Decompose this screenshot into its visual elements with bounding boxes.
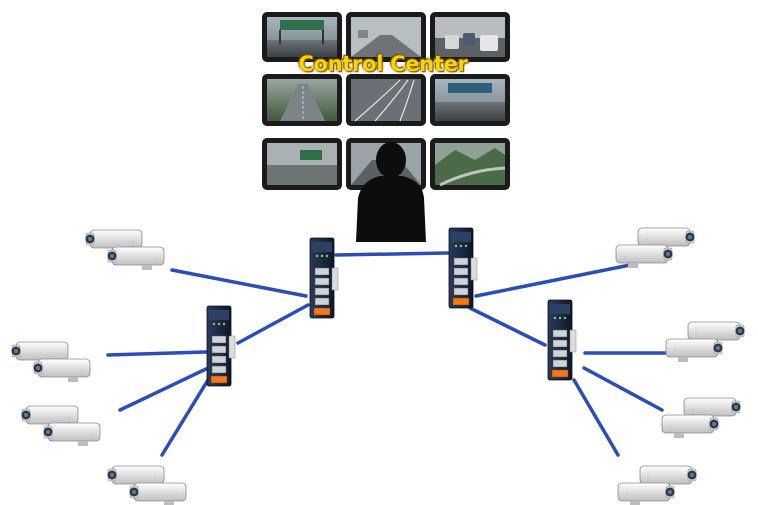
camera-pair-right-3 — [618, 466, 697, 505]
monitor-highway-fog — [346, 12, 426, 62]
monitor-toll-gantry — [430, 74, 510, 126]
switch-top-left — [309, 237, 339, 319]
monitor-highway-gantry — [262, 12, 342, 62]
link-left-top-camera — [170, 268, 308, 298]
monitor-traffic-jam — [430, 12, 510, 62]
control-center-title: Control Center — [298, 52, 468, 76]
monitor-highway-aerial — [262, 74, 342, 126]
link-left-mid-camera-3 — [160, 378, 210, 457]
monitor-highway-sign — [262, 138, 342, 190]
link-right-top-to-right-mid — [468, 306, 547, 347]
monitor-mountain-road — [430, 138, 510, 190]
monitor-highway-lanes — [346, 74, 426, 126]
camera-pair-left-top — [86, 230, 165, 270]
camera-pair-left-1 — [12, 342, 91, 382]
camera-pair-right-2 — [662, 398, 741, 438]
camera-pair-left-3 — [108, 466, 187, 505]
link-left-top-to-left-mid — [236, 303, 310, 345]
camera-pair-right-top — [616, 228, 695, 268]
camera-pair-right-1 — [666, 322, 745, 362]
switch-mid-right — [547, 299, 577, 381]
camera-pair-left-2 — [22, 406, 101, 446]
operator-silhouette — [356, 142, 426, 242]
link-top-switches — [334, 251, 450, 257]
link-left-mid-camera-1 — [106, 350, 208, 357]
link-left-mid-camera-2 — [118, 367, 208, 412]
link-right-mid-camera-2 — [582, 366, 664, 412]
link-right-mid-camera-3 — [572, 378, 620, 457]
switch-mid-left — [206, 305, 236, 387]
link-right-top-camera — [474, 263, 632, 298]
switch-top-right — [448, 227, 478, 309]
network-links — [106, 251, 672, 457]
video-wall — [262, 12, 510, 190]
